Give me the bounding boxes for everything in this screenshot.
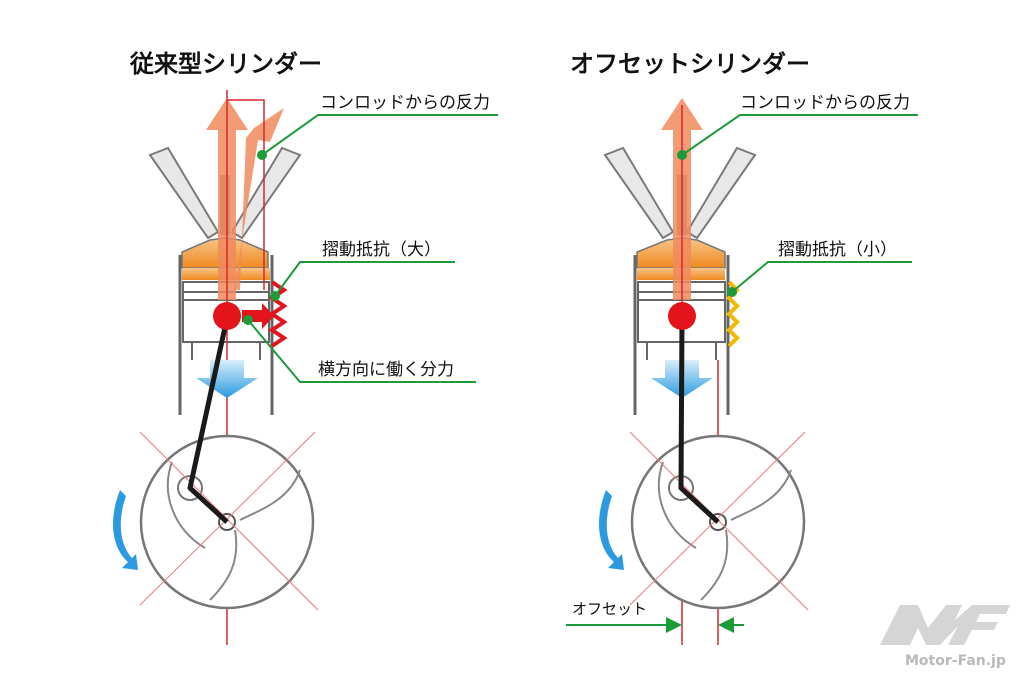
left-valves [148,146,302,240]
rotation-arrow-icon [599,490,624,570]
left-leader-dots [243,150,280,325]
motor-fan-logo: Motor-Fan.jp [880,605,1010,669]
left-label-friction: 摺動抵抗（大） [322,240,441,260]
left-connecting-rod [187,317,230,524]
right-title: オフセットシリンダー [570,50,810,78]
offset-label: オフセット [572,600,647,618]
left-title: 従来型シリンダー [129,50,322,78]
friction-zigzag-icon [268,280,288,348]
offset-cylinder-diagram: オフセットシリンダー [566,50,918,645]
reaction-arrow-icon [234,108,284,290]
right-connecting-rod [678,317,720,524]
right-piston-pin [668,302,696,330]
left-crank-web [166,461,301,601]
right-label-friction: 摺動抵抗（小） [778,240,897,260]
left-label-side-force: 横方向に働く分力 [318,360,454,380]
down-motion-arrow-icon [196,360,258,398]
left-leader-lines [247,114,498,383]
rotation-arrow-icon [113,490,138,570]
left-force-guide [227,99,265,290]
left-ref-line [139,431,319,611]
right-crank-web [657,461,792,601]
right-label-reaction: コンロッドからの反力 [740,93,910,113]
left-piston-pin [213,302,241,330]
right-ref-line [629,431,809,611]
left-side-force-arrow [242,303,274,329]
left-label-reaction: コンロッドからの反力 [320,93,490,113]
right-leader-dots [677,150,737,297]
logo-text: Motor-Fan.jp [905,653,1006,669]
conventional-cylinder-diagram: 従来型シリンダー [113,50,498,645]
left-ref-line [139,431,316,606]
right-leader-lines [681,114,918,293]
